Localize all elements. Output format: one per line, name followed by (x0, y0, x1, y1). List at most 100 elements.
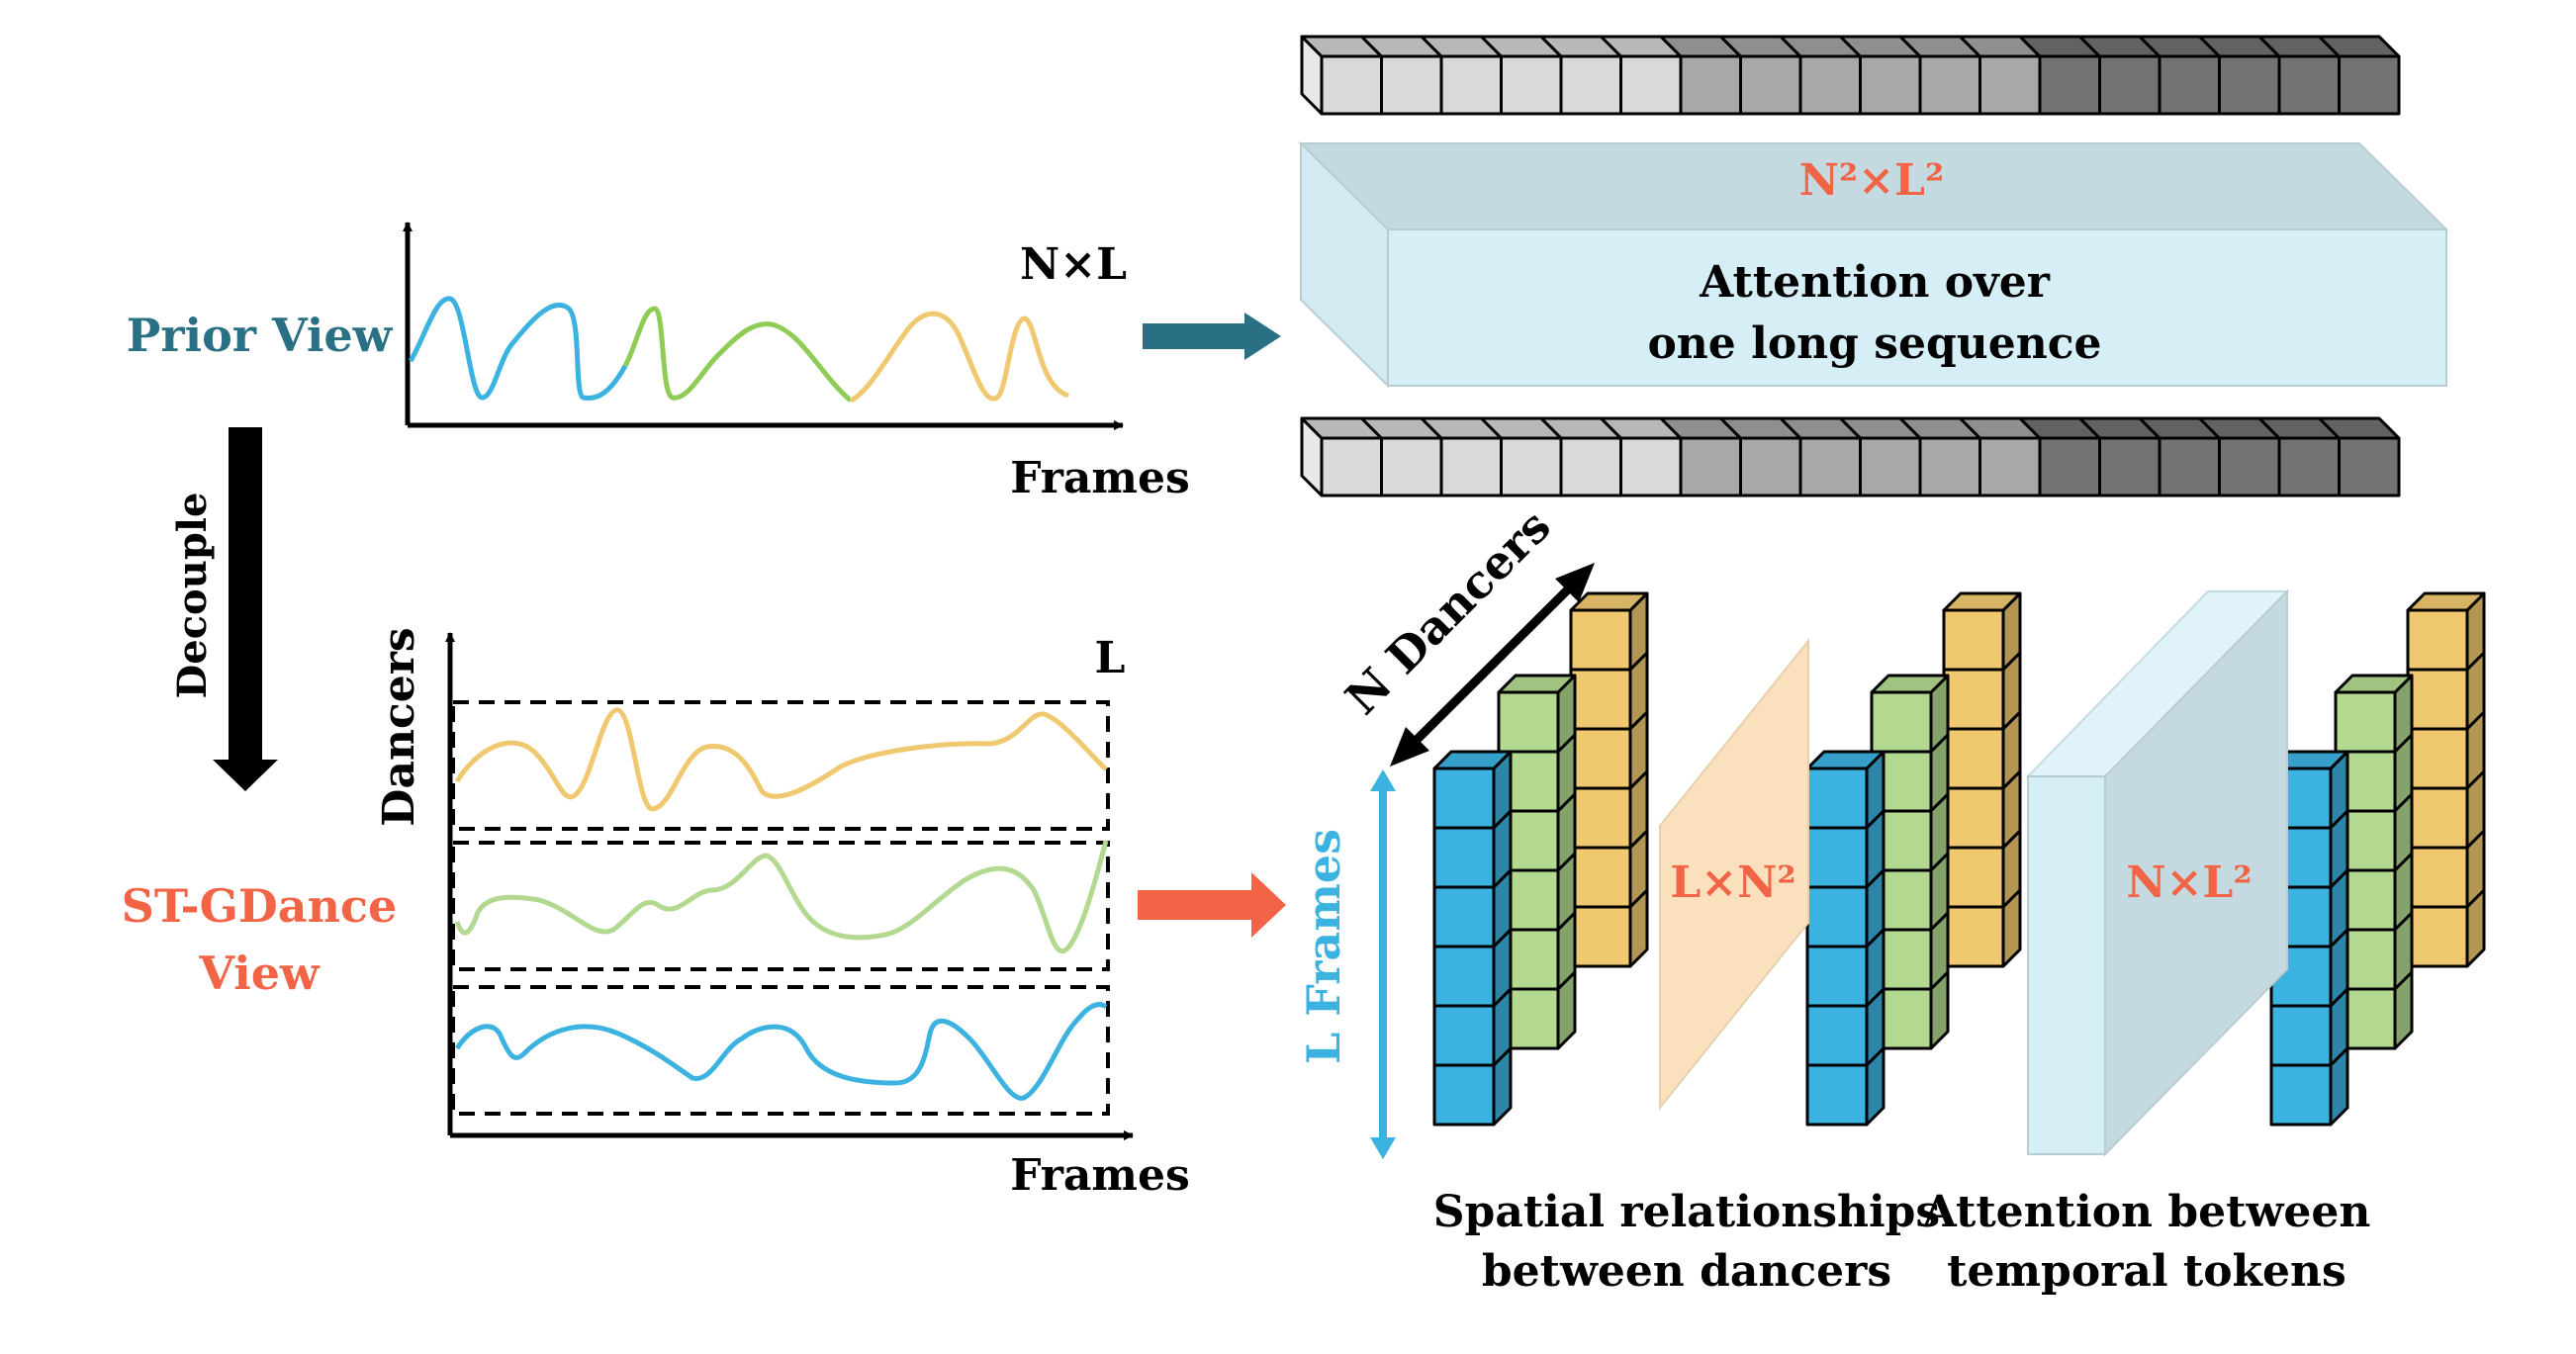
token-cell (1439, 436, 1503, 497)
token-cell (2218, 54, 2281, 116)
dancer-box-3 (451, 985, 1110, 1116)
token-cell (2158, 54, 2221, 116)
st-frames-label: Frames (1010, 1150, 1189, 1201)
long-sequence-complexity: N²×L² (1799, 155, 1945, 206)
dancer-series-green (454, 840, 1109, 954)
dancer-box-1 (451, 700, 1110, 831)
cube (1432, 945, 1496, 1008)
l-label: L (1095, 633, 1126, 683)
dancer-box-2 (451, 841, 1110, 971)
cube (1432, 826, 1496, 889)
cube (2269, 1063, 2333, 1127)
token-cell (1559, 54, 1622, 116)
token-row-bottom (1300, 416, 2401, 497)
cube (2406, 786, 2469, 850)
prior-view-plot (403, 222, 1124, 430)
token-cell (1978, 436, 2042, 497)
long-sequence-caption-line1: Attention over (1699, 257, 2051, 308)
decouple-arrow (213, 427, 278, 791)
l-frames-label: L Frames (1297, 829, 1350, 1064)
token-cell (1500, 436, 1563, 497)
st-gdance-plot (445, 632, 1134, 1140)
cube (1569, 846, 1632, 909)
prior-series-blue (408, 296, 628, 402)
cube (1569, 727, 1632, 790)
token-cell (1500, 54, 1563, 116)
cube (1942, 846, 2005, 909)
token-cell (1619, 436, 1683, 497)
cube (2406, 727, 2469, 790)
cube (1805, 767, 1869, 830)
token-cell (1859, 54, 1922, 116)
cube (1569, 786, 1632, 850)
token-cell (2038, 54, 2101, 116)
token-cell (2277, 436, 2341, 497)
cube (1942, 608, 2005, 672)
token-cell (2158, 436, 2221, 497)
token-cell (1859, 436, 1922, 497)
token-cell (1380, 54, 1443, 116)
cube (1569, 668, 1632, 731)
decouple-label: Decouple (169, 493, 216, 699)
cube (2406, 608, 2469, 672)
cube (1432, 885, 1496, 948)
temporal-caption-line2: temporal tokens (1947, 1246, 2346, 1297)
cube (1569, 608, 1632, 672)
token-cell (1320, 436, 1383, 497)
cube (2406, 905, 2469, 968)
token-cell (1798, 436, 1862, 497)
cube (2406, 668, 2469, 731)
cube (1870, 690, 1933, 754)
cube (1805, 1063, 1869, 1127)
token-cell (1559, 436, 1622, 497)
temporal-caption-line1: Attention between (1922, 1187, 2371, 1237)
cube (1805, 1004, 1869, 1067)
prior-series-green (622, 306, 853, 403)
token-cell (2038, 436, 2101, 497)
token-cell (1439, 54, 1503, 116)
l-frames-arrow (1370, 769, 1396, 1159)
cube (1569, 905, 1632, 968)
long-sequence-caption-line2: one long sequence (1647, 318, 2101, 369)
cube (2406, 846, 2469, 909)
spatial-caption-line2: between dancers (1482, 1246, 1891, 1297)
token-cell (1918, 54, 1981, 116)
dancer-series-yellow (454, 707, 1108, 812)
token-cell (1918, 436, 1981, 497)
long-panel-front (1387, 228, 2447, 387)
spatial-complexity: L×N² (1670, 858, 1795, 908)
cube-stacks (1432, 591, 2486, 1127)
token-row-top (1300, 35, 2401, 116)
token-cell (1619, 54, 1683, 116)
prior-view-label: Prior View (127, 309, 394, 362)
cube (1432, 1063, 1496, 1127)
token-cell (1798, 54, 1862, 116)
token-cell (1978, 54, 2042, 116)
n-dancers-arrow (1390, 563, 1595, 767)
dancer-series-blue (454, 1002, 1108, 1101)
token-cell (2338, 54, 2401, 116)
n-times-l-label: N×L (1020, 239, 1127, 290)
cube (1432, 1004, 1496, 1067)
temporal-complexity: N×L² (2126, 858, 2252, 908)
cube (2269, 1004, 2333, 1067)
token-cell (1739, 54, 1802, 116)
cube (1942, 786, 2005, 850)
token-cell (1380, 436, 1443, 497)
st-gdance-arrow (1138, 872, 1286, 938)
token-cell (2098, 436, 2162, 497)
cube (1805, 885, 1869, 948)
token-cell (1679, 436, 1742, 497)
cube (1942, 668, 2005, 731)
dancers-axis-label: Dancers (374, 627, 424, 826)
token-cell (2277, 54, 2341, 116)
spatial-attention-panel (1659, 638, 1809, 1111)
prior-frames-label: Frames (1010, 453, 1189, 503)
spatial-caption-line1: Spatial relationships (1433, 1187, 1940, 1237)
prior-arrow (1143, 313, 1281, 360)
token-cell (2098, 54, 2162, 116)
cube (1497, 690, 1560, 754)
token-cell (2338, 436, 2401, 497)
cube (1805, 826, 1869, 889)
temporal-attention-panel (2025, 588, 2290, 1157)
